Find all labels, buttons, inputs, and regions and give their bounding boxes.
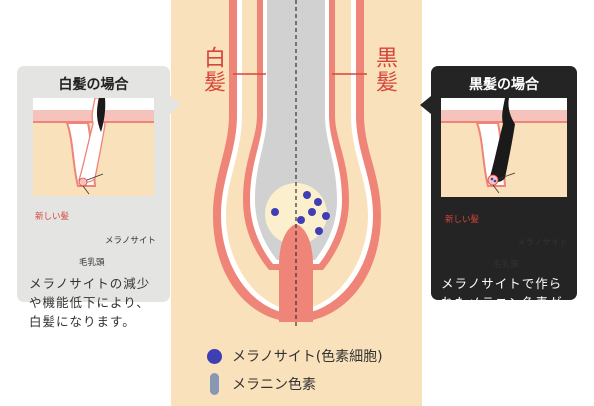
legend-label-melanocyte: メラノサイト(色素細胞) bbox=[232, 349, 383, 365]
melanocytes-group bbox=[271, 191, 330, 235]
melanin-legend-icon bbox=[210, 373, 219, 395]
card-black-hair: 黒髪の場合 新しい髪 メラノサイト 毛乳頭 メラノサイトで作ら れたメラニン色素… bbox=[431, 66, 577, 367]
card-white-hair: 白髪の場合 新しい髪 メラノサイト 毛乳頭 メラノサイトの減少 や機能低下により… bbox=[17, 66, 170, 329]
black-hair-follicle-illustration bbox=[441, 98, 567, 197]
legend-item-melanin: メラニン色素 bbox=[207, 373, 316, 395]
card-black-new-hair-label: 新しい髪 bbox=[445, 215, 480, 225]
card-black-pointer bbox=[420, 96, 431, 114]
card-white-melanocyte-label: メラノサイト bbox=[105, 236, 156, 246]
melanocyte-dot bbox=[322, 212, 330, 220]
desc-line: 白髪になります。 bbox=[29, 314, 136, 329]
legend-item-melanocyte: メラノサイト(色素細胞) bbox=[207, 345, 383, 367]
melanocyte-legend-icon bbox=[207, 348, 222, 364]
desc-line: れ、髪が黒くなりま bbox=[441, 333, 563, 348]
melanocyte-dot bbox=[314, 198, 322, 206]
melanocyte-dot bbox=[271, 208, 279, 216]
card-white-pointer bbox=[170, 96, 181, 114]
desc-line: や機能低下により、 bbox=[29, 295, 150, 310]
desc-line: 毛髪内部に取り込ま bbox=[441, 314, 563, 329]
card-white-new-hair-label: 新しい髪 bbox=[35, 212, 70, 222]
desc-line: す。 bbox=[441, 352, 467, 367]
legend-label-melanin: メラニン色素 bbox=[232, 377, 316, 393]
hair-bulb bbox=[265, 183, 327, 245]
card-black-description: メラノサイトで作ら れたメラニン色素が 毛髪内部に取り込ま れ、髪が黒くなりま … bbox=[441, 274, 573, 369]
label-white-hair: 白髪 bbox=[200, 46, 225, 94]
hair-follicle-diagram bbox=[213, 0, 381, 328]
desc-line: れたメラニン色素が bbox=[441, 295, 563, 310]
card-black-papilla-label: 毛乳頭 bbox=[493, 260, 519, 270]
desc-line: メラノサイトで作ら bbox=[441, 276, 563, 291]
white-hair-follicle-illustration bbox=[33, 98, 154, 196]
desc-line: メラノサイトの減少 bbox=[29, 276, 151, 291]
melanocyte-dot bbox=[297, 216, 305, 224]
melanocyte-dot bbox=[303, 191, 311, 199]
label-black-hair: 黒髪 bbox=[372, 46, 397, 94]
card-black-melanocyte-label: メラノサイト bbox=[517, 238, 568, 248]
melanocyte-dot bbox=[308, 208, 316, 216]
melanocyte-dot bbox=[315, 227, 323, 235]
card-white-description: メラノサイトの減少 や機能低下により、 白髪になります。 bbox=[29, 274, 169, 331]
card-black-title: 黒髪の場合 bbox=[469, 77, 539, 93]
card-white-title: 白髪の場合 bbox=[58, 77, 129, 93]
card-white-papilla-label: 毛乳頭 bbox=[79, 258, 105, 268]
